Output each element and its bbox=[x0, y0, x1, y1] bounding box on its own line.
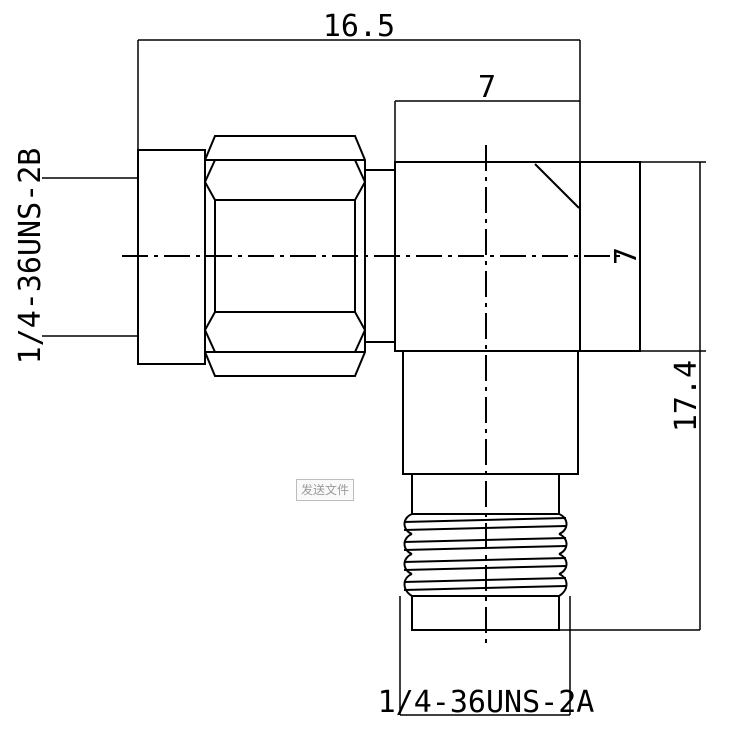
male-thread-label: 1/4-36UNS-2B bbox=[13, 148, 48, 365]
female-jack bbox=[402, 350, 579, 631]
body-width-label: 7 bbox=[478, 70, 496, 105]
body-height-label: 7 bbox=[609, 247, 644, 265]
female-thread-label: 1/4-36UNS-2A bbox=[378, 685, 595, 720]
dimension-lines bbox=[42, 39, 706, 716]
send-file-button[interactable]: 发送文件 bbox=[296, 479, 355, 501]
center-lines bbox=[122, 145, 620, 648]
overall-height-label: 17.4 bbox=[669, 360, 704, 432]
overall-length-label: 16.5 bbox=[323, 9, 395, 44]
